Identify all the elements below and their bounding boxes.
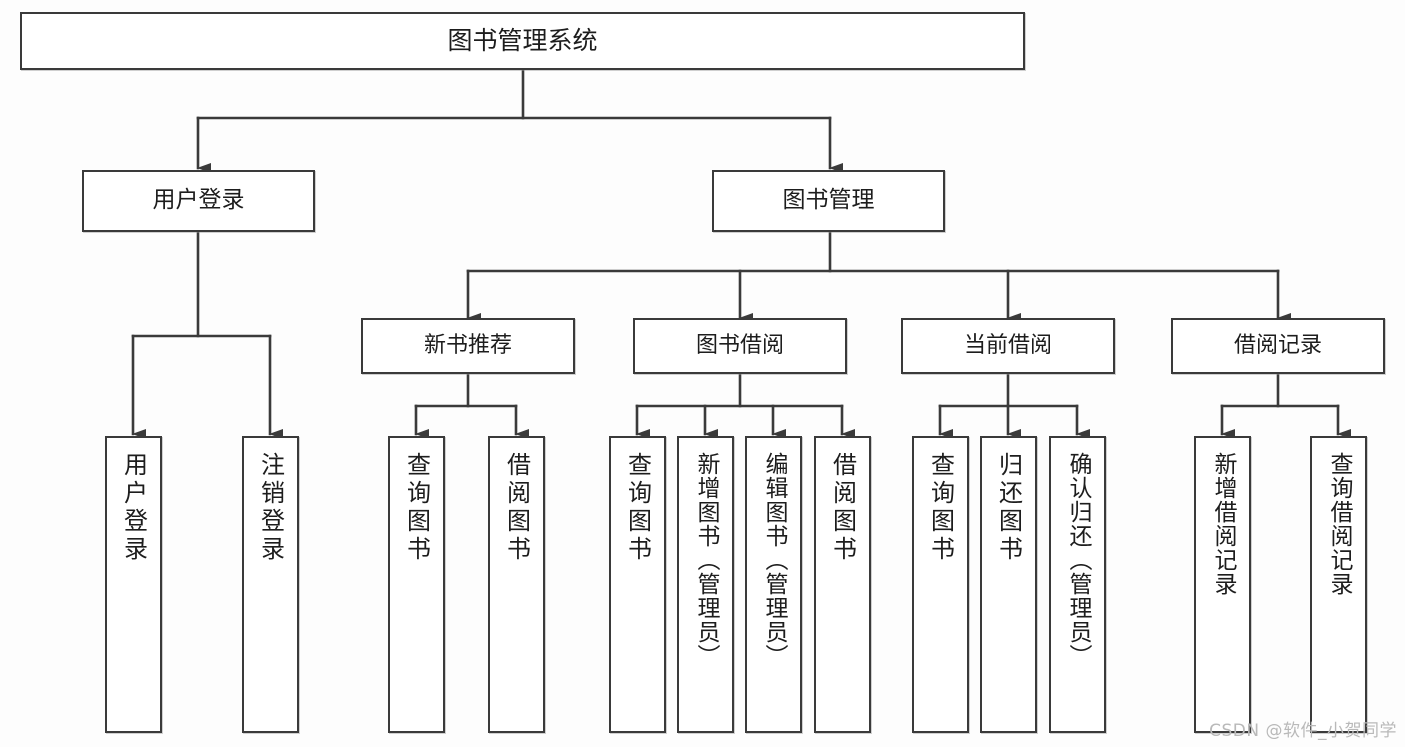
node-label: 查询借阅记录 <box>1326 452 1352 596</box>
leaf-new-book-borrow-book[interactable]: 借阅图书 <box>488 436 545 733</box>
node-label: 查询图书 <box>623 452 652 564</box>
leaf-user-login-login[interactable]: 用户登录 <box>105 436 162 733</box>
leaf-book-borrow-add-book-admin[interactable]: 新增图书（管理员） <box>677 436 734 733</box>
node-label: 查询图书 <box>926 452 955 564</box>
node-label: 新书推荐 <box>423 333 512 359</box>
node-label: 当前借阅 <box>963 333 1052 359</box>
node-new-book-recommend[interactable]: 新书推荐 <box>361 318 575 374</box>
node-current-borrow[interactable]: 当前借阅 <box>901 318 1115 374</box>
node-label: 借阅图书 <box>502 452 531 564</box>
leaf-new-book-query-book[interactable]: 查询图书 <box>388 436 445 733</box>
node-label: 新增借阅记录 <box>1210 452 1236 596</box>
leaf-user-login-logout[interactable]: 注销登录 <box>242 436 299 733</box>
node-label: 确认归还（管理员） <box>1065 452 1091 668</box>
node-label: 查询图书 <box>402 452 431 564</box>
node-label: 图书借阅 <box>695 333 784 359</box>
node-label: 归还图书 <box>994 452 1023 564</box>
node-label: 用户登录 <box>152 187 245 214</box>
leaf-borrow-record-query-record[interactable]: 查询借阅记录 <box>1310 436 1367 733</box>
leaf-book-borrow-edit-book-admin[interactable]: 编辑图书（管理员） <box>745 436 802 733</box>
node-label: 注销登录 <box>256 452 285 564</box>
leaf-current-borrow-confirm-return-admin[interactable]: 确认归还（管理员） <box>1049 436 1106 733</box>
leaf-current-borrow-query-book[interactable]: 查询图书 <box>912 436 969 733</box>
leaf-book-borrow-query-book[interactable]: 查询图书 <box>609 436 666 733</box>
node-label: 图书管理 <box>782 187 875 214</box>
node-label: 编辑图书（管理员） <box>761 452 787 668</box>
leaf-book-borrow-borrow-book[interactable]: 借阅图书 <box>814 436 871 733</box>
watermark-text: CSDN @软件_小贺同学 <box>1209 721 1397 741</box>
node-label: 图书管理系统 <box>447 26 598 56</box>
node-label: 用户登录 <box>119 452 148 564</box>
node-borrow-record[interactable]: 借阅记录 <box>1171 318 1385 374</box>
leaf-current-borrow-return-book[interactable]: 归还图书 <box>980 436 1037 733</box>
node-label: 借阅图书 <box>828 452 857 564</box>
node-book-management[interactable]: 图书管理 <box>712 170 945 232</box>
node-label: 借阅记录 <box>1233 333 1322 359</box>
node-root-book-management-system[interactable]: 图书管理系统 <box>20 12 1025 70</box>
node-user-login[interactable]: 用户登录 <box>82 170 315 232</box>
node-label: 新增图书（管理员） <box>693 452 719 668</box>
leaf-borrow-record-add-record[interactable]: 新增借阅记录 <box>1194 436 1251 733</box>
node-book-borrow[interactable]: 图书借阅 <box>633 318 847 374</box>
